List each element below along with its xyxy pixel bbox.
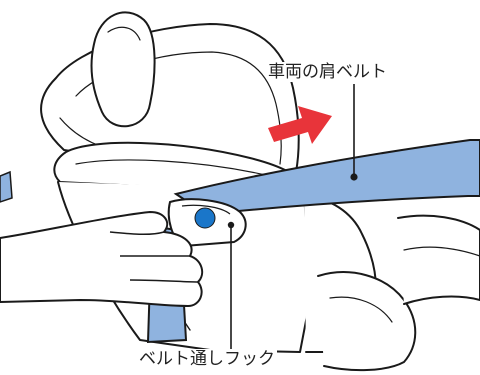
hook-button-icon: [194, 207, 216, 229]
arrow-right-up-icon: [268, 106, 332, 144]
vehicle-seat-right: [397, 214, 480, 305]
belt-guide-hook-label: ベルト通しフック: [137, 349, 277, 369]
left-belt: [0, 170, 13, 203]
hook-inner-line: [181, 204, 231, 215]
shoulder-belt: [173, 139, 480, 216]
headrest: [90, 11, 156, 128]
vehicle-seat-seam: [329, 296, 393, 323]
shoulder-belt-label: 車両の肩ベルト: [268, 62, 387, 82]
headrest-seam: [107, 26, 141, 41]
finger-line-1: [109, 231, 165, 236]
vehicle-seat-right-line: [403, 246, 480, 257]
wing-seam: [75, 159, 271, 177]
finger-line-3: [129, 279, 199, 283]
vehicle-seat-fold: [317, 271, 417, 372]
shoulder-belt-dot-icon: [350, 173, 358, 181]
